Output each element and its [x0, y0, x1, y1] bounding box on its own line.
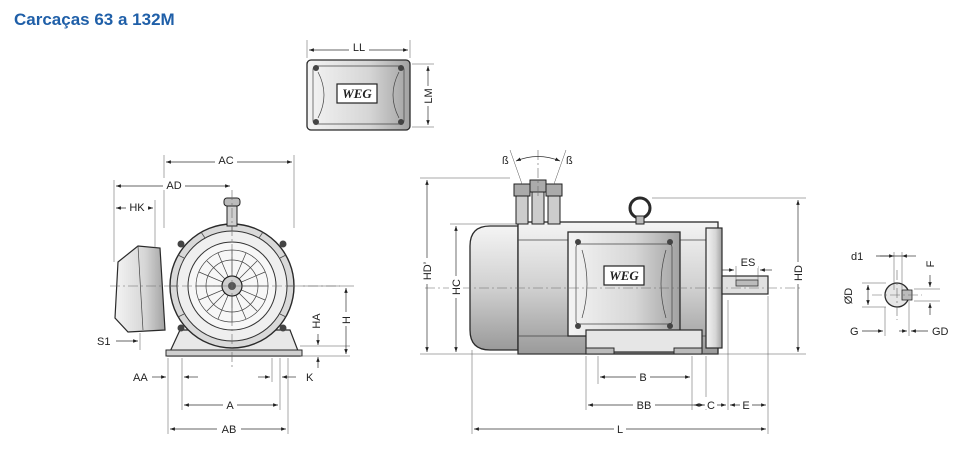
dim-AD: AD	[113, 178, 230, 262]
motor-front-view	[114, 197, 303, 357]
svg-text:GD: GD	[932, 326, 949, 338]
terminal-box-top-view: WEG	[306, 59, 411, 131]
dim-ES: ES	[722, 256, 772, 280]
svg-text:ES: ES	[741, 257, 756, 269]
dim-A: A	[184, 397, 278, 412]
svg-text:BB: BB	[637, 400, 652, 412]
dim-B: B	[597, 356, 693, 410]
motor-side-view: WEG	[469, 179, 769, 355]
dim-OD: ØD	[843, 282, 886, 308]
dim-HK: HK	[116, 200, 156, 248]
svg-text:LL: LL	[353, 42, 365, 54]
svg-text:AB: AB	[222, 424, 237, 436]
dim-F: F	[914, 260, 940, 315]
page-title: Carcaças 63 a 132M	[14, 10, 175, 29]
dim-LL: LL	[306, 40, 411, 58]
dim-AC: AC	[163, 154, 295, 228]
svg-text:ß: ß	[502, 155, 509, 167]
weg-logo: WEG	[336, 83, 378, 104]
svg-text:AC: AC	[218, 155, 233, 167]
dim-K: K	[258, 358, 314, 410]
svg-text:ØD: ØD	[843, 288, 855, 305]
svg-text:L: L	[617, 424, 623, 436]
dim-HA: HA	[300, 313, 350, 368]
dim-L: L	[471, 350, 766, 436]
dim-H: H	[300, 285, 354, 354]
dim-C: C	[694, 300, 729, 412]
svg-text:S1: S1	[97, 336, 110, 348]
svg-text:LM: LM	[423, 88, 435, 103]
dim-beta: ß ß	[502, 149, 573, 185]
svg-text:HD’: HD’	[422, 262, 434, 280]
shaft-end-detail	[872, 270, 922, 320]
svg-text:AA: AA	[133, 372, 148, 384]
svg-text:K: K	[306, 372, 314, 384]
dim-AA: AA	[133, 358, 198, 434]
dim-E: E	[730, 296, 769, 434]
svg-text:G: G	[850, 326, 859, 338]
svg-text:B: B	[639, 372, 646, 384]
dim-GD: GD	[899, 301, 949, 338]
dim-S1: S1	[97, 333, 141, 350]
dim-AB: AB	[170, 358, 289, 436]
svg-text:d1: d1	[851, 251, 863, 263]
svg-text:ß: ß	[566, 155, 573, 167]
dim-HC: HC	[449, 223, 516, 352]
svg-text:C: C	[707, 400, 715, 412]
dim-HD: HD	[652, 197, 806, 355]
dim-HDp: HD’	[420, 177, 585, 355]
svg-text:H: H	[341, 316, 353, 324]
svg-text:HD: HD	[793, 265, 805, 281]
dim-LM: LM	[412, 63, 435, 128]
dim-BB: BB	[585, 356, 707, 412]
svg-text:HA: HA	[311, 313, 323, 329]
svg-text:F: F	[925, 260, 937, 267]
svg-text:AD: AD	[166, 180, 181, 192]
svg-text:A: A	[226, 400, 234, 412]
svg-text:HC: HC	[451, 279, 463, 295]
dim-d1: d1	[851, 251, 916, 290]
svg-text:WEG: WEG	[609, 268, 639, 283]
dim-G: G	[850, 307, 886, 338]
svg-text:HK: HK	[129, 202, 145, 214]
svg-text:E: E	[742, 400, 749, 412]
svg-text:WEG: WEG	[342, 86, 372, 101]
